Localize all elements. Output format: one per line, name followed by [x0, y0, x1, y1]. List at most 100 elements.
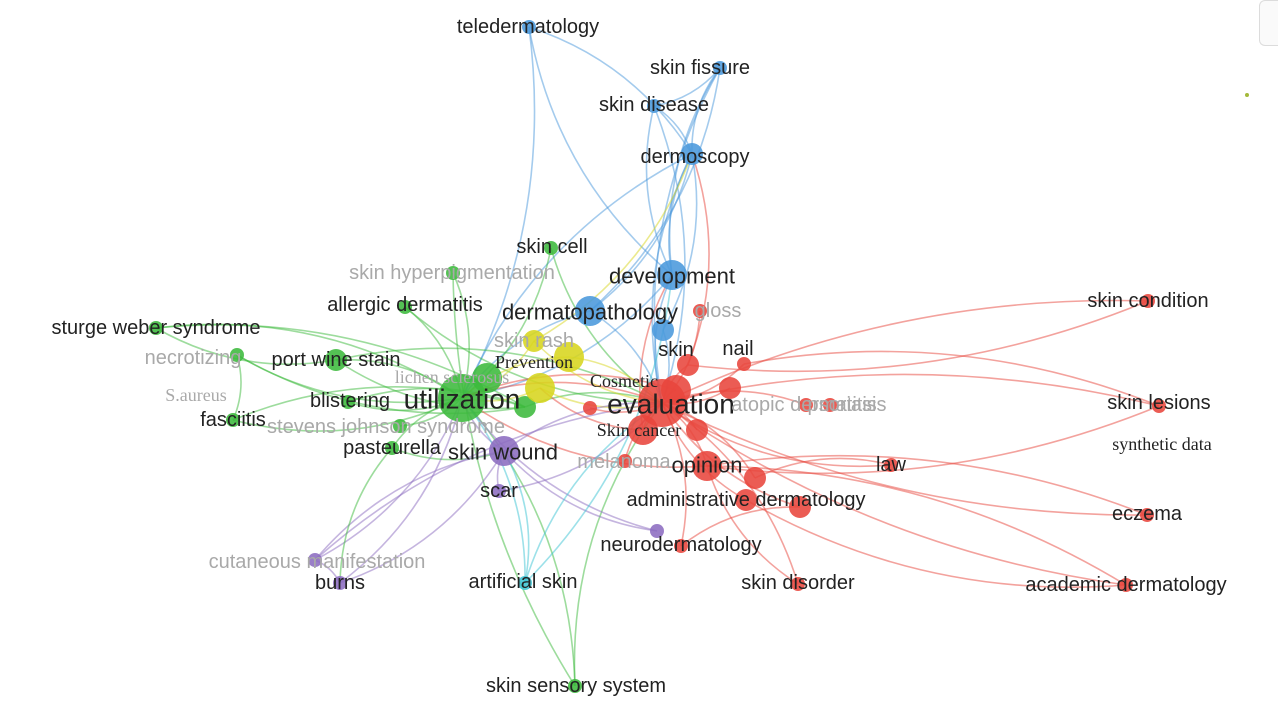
label-cosmetic: Cosmetic	[590, 371, 658, 391]
node-allergic-dermatitis[interactable]	[398, 300, 412, 314]
node-red-c[interactable]	[744, 467, 766, 489]
edge-skin-hyperpigmentation-skin-sensory-system	[452, 272, 576, 687]
label-pasteurella: pasteurella	[343, 437, 442, 459]
edge-skin-wound-burns	[339, 450, 505, 584]
node-academic-dermatology[interactable]	[1119, 578, 1133, 592]
label-academic-dermatology: academic dermatology	[1025, 574, 1226, 596]
node-teledermatology[interactable]	[522, 20, 536, 34]
node-utilization[interactable]	[438, 374, 486, 422]
label-skin-cell: skin cell	[516, 236, 587, 258]
node-red-e[interactable]	[583, 401, 597, 415]
label-skin-cancer: Skin cancer	[597, 420, 681, 440]
edge-sturge-weber-syndrome-port-wine-stain	[155, 327, 337, 365]
label-s-aureus: S.aureus	[165, 385, 227, 405]
node-evaluation[interactable]	[638, 379, 686, 427]
node-neurodermatology[interactable]	[674, 539, 688, 553]
label-atopic-dermatitis: atopic dermatitis	[731, 394, 877, 416]
edge-dermoscopy-dermatopathology	[589, 153, 693, 312]
node-sturge-weber-syndrome[interactable]	[149, 321, 163, 335]
edge-skin-disorder-opinion	[706, 465, 799, 585]
node-skin[interactable]	[677, 354, 699, 376]
edge-utilization-opinion	[461, 397, 708, 468]
label-fasciitis: fasciitis	[200, 409, 266, 431]
node-stevens-johnson[interactable]	[393, 419, 407, 433]
node-skin-disorder[interactable]	[791, 577, 805, 591]
side-panel-tab[interactable]	[1259, 0, 1278, 46]
label-skin-rash: skin rash	[494, 330, 574, 352]
node-gloss[interactable]	[693, 304, 707, 318]
node-psoriasis[interactable]	[823, 398, 837, 412]
edge-skin-condition-skin	[687, 300, 1149, 373]
label-gloss: gloss	[695, 300, 742, 322]
node-yellow-hub[interactable]	[525, 373, 555, 403]
edge-skin-cell-evaluation	[550, 247, 663, 404]
node-burns[interactable]	[333, 576, 347, 590]
label-scar: scar	[480, 480, 518, 502]
node-fasciitis[interactable]	[226, 413, 240, 427]
node-nail[interactable]	[737, 357, 751, 371]
edge-academic-dermatology-opinion	[706, 465, 1127, 586]
label-skin-disorder: skin disorder	[741, 572, 855, 594]
node-skin-cell[interactable]	[544, 241, 558, 255]
edge-burns-utilization	[339, 397, 463, 584]
label-nail: nail	[722, 338, 753, 360]
label-dermoscopy: dermoscopy	[641, 146, 750, 168]
node-skin-hyperpigmentation[interactable]	[446, 266, 460, 280]
node-skin-lesions[interactable]	[1152, 399, 1166, 413]
node-artificial-skin[interactable]	[518, 576, 532, 590]
edge-skin-wound-cutaneous-manifestation	[314, 450, 505, 561]
node-cutaneous-manifestation[interactable]	[308, 553, 322, 567]
label-port-wine-stain: port wine stain	[272, 349, 401, 371]
label-cutaneous-manifestation: cutaneous manifestation	[209, 551, 426, 573]
edge-academic-dermatology-administrative-dermatology	[745, 499, 1127, 588]
node-administrative-dermatology[interactable]	[735, 489, 757, 511]
edge-skin-wound-artificial-skin	[503, 450, 530, 584]
node-red-d[interactable]	[789, 496, 811, 518]
label-synthetic-data: synthetic data	[1112, 434, 1211, 454]
node-blue-hub[interactable]	[652, 319, 674, 341]
edge-dermoscopy-development	[668, 153, 693, 276]
edge-skin-condition-evaluation	[661, 299, 1149, 404]
label-stevens-johnson: stevens johnson syndrome	[267, 416, 505, 438]
node-skin-disease[interactable]	[647, 99, 661, 113]
node-necrotizing[interactable]	[230, 348, 244, 362]
node-blistering[interactable]	[341, 395, 355, 409]
node-melanoma[interactable]	[618, 454, 632, 468]
stray-node-dot	[1245, 93, 1249, 97]
node-red-b[interactable]	[719, 377, 741, 399]
node-skin-rash[interactable]	[523, 330, 545, 352]
node-law[interactable]	[884, 458, 898, 472]
node-skin-sensory-system[interactable]	[568, 679, 582, 693]
node-port-wine-stain[interactable]	[325, 349, 347, 371]
node-prevention[interactable]	[554, 342, 584, 372]
node-dermoscopy[interactable]	[681, 143, 703, 165]
edge-academic-dermatology-evaluation	[661, 402, 1127, 586]
node-skin-fissure[interactable]	[713, 61, 727, 75]
label-skin: skin	[658, 339, 694, 361]
label-law: law	[876, 454, 907, 476]
edge-port-wine-stain-evaluation	[335, 347, 663, 404]
edge-skin-disease-development	[645, 105, 673, 276]
edge-teledermatology-dermoscopy	[528, 26, 693, 155]
label-skin-condition: skin condition	[1087, 290, 1208, 312]
node-opinion[interactable]	[692, 451, 722, 481]
node-eczema[interactable]	[1140, 508, 1154, 522]
node-skin-wound[interactable]	[489, 436, 519, 466]
node-green-hub[interactable]	[514, 396, 536, 418]
node-development[interactable]	[657, 260, 687, 290]
label-lichen-sclerosus: lichen sclerosus	[395, 367, 509, 387]
label-skin-wound: skin wound	[448, 440, 558, 465]
label-skin-fissure: skin fissure	[650, 57, 750, 79]
node-dermatopathology[interactable]	[575, 296, 605, 326]
edge-red-d-neurodermatology	[680, 506, 801, 547]
node-pasteurella[interactable]	[385, 441, 399, 455]
node-red-a[interactable]	[686, 419, 708, 441]
node-purple-small[interactable]	[650, 524, 664, 538]
label-skin-lesions: skin lesions	[1107, 392, 1210, 414]
node-atopic-dermatitis[interactable]	[799, 398, 813, 412]
node-skin-condition[interactable]	[1141, 294, 1155, 308]
node-scar[interactable]	[492, 484, 506, 498]
label-administrative-dermatology: administrative dermatology	[627, 489, 866, 511]
